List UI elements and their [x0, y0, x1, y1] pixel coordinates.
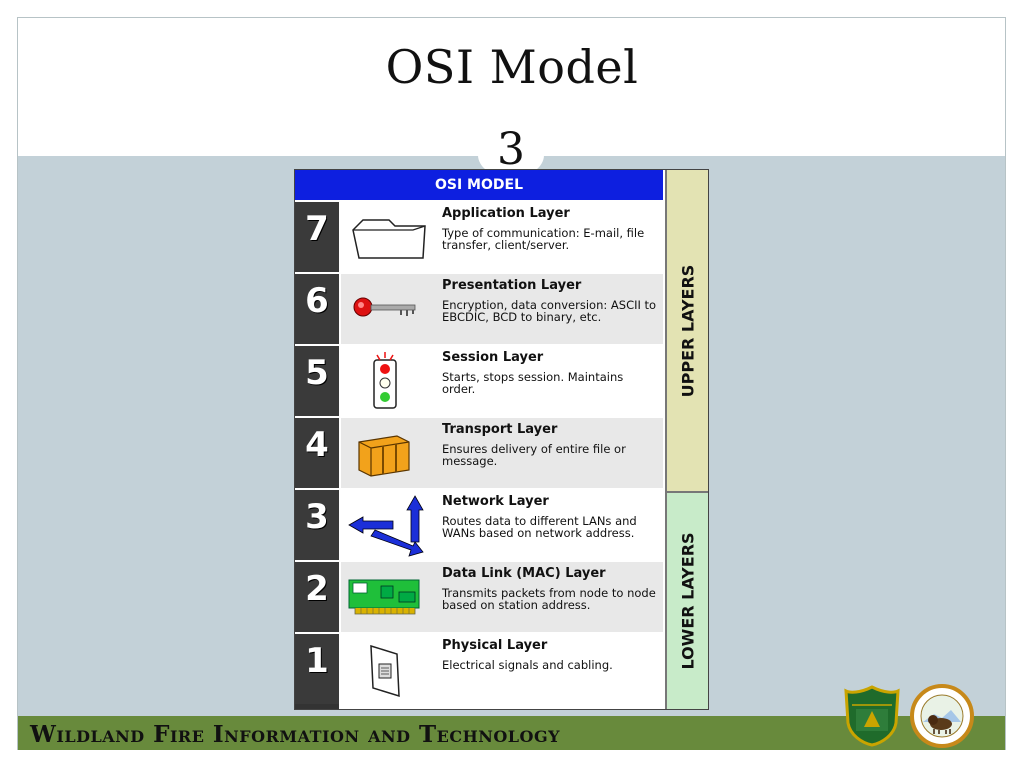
layer-name: Network Layer: [442, 494, 549, 509]
layer-row-5: 5 Session Layer Starts, stops session. M…: [295, 344, 663, 416]
layer-text-cell: Data Link (MAC) Layer Transmits packets …: [436, 562, 663, 632]
layer-icon-cell: [341, 274, 436, 344]
cable-jack-icon: [370, 644, 400, 698]
layer-text-cell: Session Layer Starts, stops session. Mai…: [436, 346, 663, 416]
layer-description: Ensures delivery of entire file or messa…: [442, 442, 626, 468]
layer-text-cell: Network Layer Routes data to different L…: [436, 490, 663, 560]
layer-number: 7: [295, 202, 339, 272]
layer-row-6: 6 Presentation Layer Encryption, data co…: [295, 272, 663, 344]
layer-name: Transport Layer: [442, 422, 558, 437]
network-card-icon: [348, 579, 420, 615]
layer-description: Routes data to different LANs and WANs b…: [442, 514, 637, 540]
layer-icon-cell: [341, 418, 436, 488]
layer-icon-cell: [341, 490, 436, 560]
layer-number: 1: [295, 634, 339, 704]
forest-service-shield-icon: [844, 685, 900, 747]
layer-description: Type of communication: E-mail, file tran…: [442, 226, 645, 252]
layer-description: Electrical signals and cabling.: [442, 658, 613, 672]
layer-description: Encryption, data conversion: ASCII to EB…: [442, 298, 657, 324]
layer-row-7: 7 Application Layer Type of communicatio…: [295, 200, 663, 272]
layer-text-cell: Physical Layer Electrical signals and ca…: [436, 634, 663, 704]
layer-name: Application Layer: [442, 206, 570, 221]
osi-chart-header: OSI MODEL: [295, 170, 663, 200]
folder-icon: [352, 219, 426, 259]
layer-text-cell: Transport Layer Ensures delivery of enti…: [436, 418, 663, 488]
layer-text-cell: Application Layer Type of communication:…: [436, 202, 663, 272]
layer-name: Physical Layer: [442, 638, 548, 653]
layer-row-1: 1 Physical Layer Electrical signals and …: [295, 632, 663, 704]
footer-text: Wildland Fire Information and Technology: [30, 721, 561, 748]
slide-title: OSI Model: [385, 40, 639, 94]
osi-model-chart: OSI MODEL 7 Application Layer Type of co…: [294, 169, 709, 710]
layer-number: 5: [295, 346, 339, 416]
layer-number: 6: [295, 274, 339, 344]
footer-bar: [18, 716, 1005, 750]
layer-text-cell: Presentation Layer Encryption, data conv…: [436, 274, 663, 344]
layer-description: Starts, stops session. Maintains order.: [442, 370, 624, 396]
routing-arrows-icon: [348, 495, 424, 557]
lower-layers-band: LOWER LAYERS: [665, 491, 708, 709]
layer-name: Data Link (MAC) Layer: [442, 566, 606, 581]
traffic-light-icon: [373, 352, 397, 409]
layer-number: 4: [295, 418, 339, 488]
layer-row-2: 2 Data Link (MAC) Layer Transmits packet…: [295, 560, 663, 632]
layer-icon-cell: [341, 562, 436, 632]
layer-icon-cell: [341, 346, 436, 416]
layer-icon-cell: [341, 634, 436, 704]
slide-number: 3: [497, 124, 525, 175]
layer-row-3: 3 Network Layer Routes data to different…: [295, 488, 663, 560]
package-icon: [358, 435, 410, 477]
department-of-interior-seal-icon: [910, 684, 974, 748]
upper-layers-band: UPPER LAYERS: [665, 170, 708, 491]
layer-icon-cell: [341, 202, 436, 272]
key-icon: [353, 297, 416, 317]
layer-number: 3: [295, 490, 339, 560]
layer-name: Presentation Layer: [442, 278, 582, 293]
layer-description: Transmits packets from node to node base…: [442, 586, 656, 612]
layer-row-4: 4 Transport Layer Ensures delivery of en…: [295, 416, 663, 488]
layer-name: Session Layer: [442, 350, 544, 365]
layer-number: 2: [295, 562, 339, 632]
lower-layers-label: LOWER LAYERS: [678, 532, 697, 670]
upper-layers-label: UPPER LAYERS: [678, 264, 697, 397]
